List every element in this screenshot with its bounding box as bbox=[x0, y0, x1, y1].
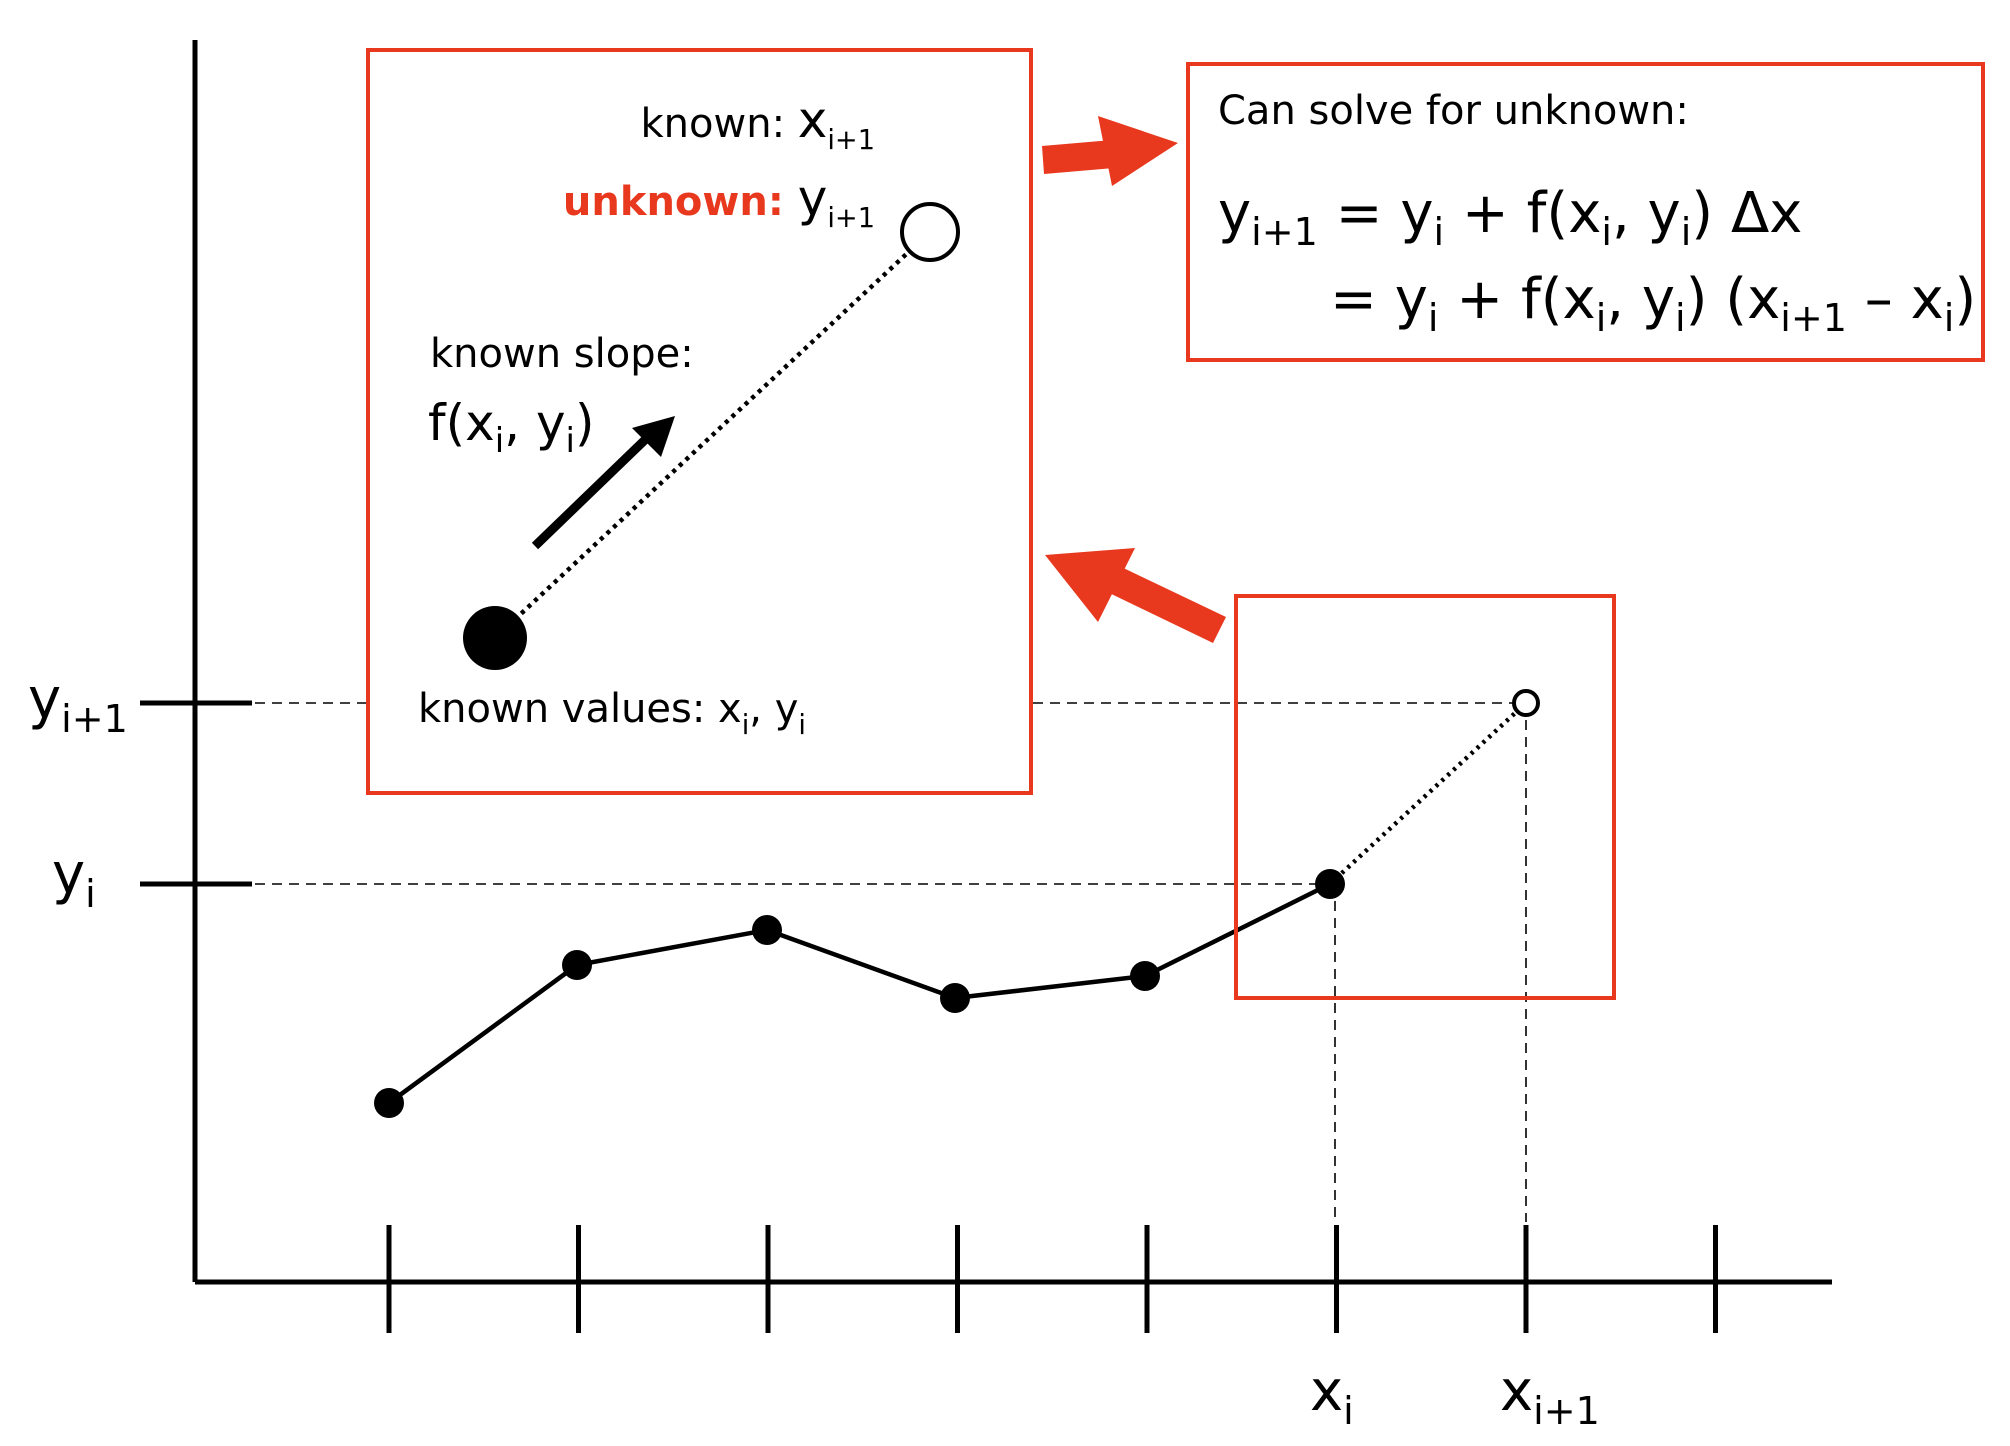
axes bbox=[140, 40, 1832, 1285]
arrow-to-solution-head bbox=[1098, 116, 1178, 186]
zoom-known-point bbox=[463, 606, 527, 670]
solution-curve bbox=[387, 881, 1332, 1105]
guide-lines bbox=[255, 702, 1527, 1222]
y-label-next: yi+1 bbox=[28, 667, 128, 741]
zoom-unknown-point bbox=[900, 202, 960, 262]
known-slope-label: known slope: bbox=[430, 331, 694, 377]
curve-point-current bbox=[1315, 869, 1345, 899]
arrow-to-zoom bbox=[1045, 548, 1226, 643]
curve-point-3 bbox=[752, 915, 782, 945]
arrow-to-solution bbox=[1042, 116, 1178, 186]
unknown-y-text: unknown: yi+1 bbox=[563, 169, 875, 234]
slope-arrow bbox=[531, 416, 675, 550]
known-values-text: known values: xi, yi bbox=[418, 686, 806, 741]
solution-equation-line1: yi+1 = yi + f(xi, yi) Δx bbox=[1218, 181, 1802, 254]
curve-points bbox=[374, 869, 1345, 1118]
zoom-dotted-line bbox=[493, 230, 932, 640]
curve-point-2 bbox=[562, 950, 592, 980]
x-ticks bbox=[386, 1225, 1718, 1333]
solution-equation-line2: = yi + f(xi, yi) (xi+1 – xi) bbox=[1330, 267, 1976, 340]
arrow-to-solution-shaft bbox=[1042, 140, 1114, 174]
euler-step-dotted bbox=[1328, 701, 1528, 886]
curve-point-5 bbox=[1130, 961, 1160, 991]
zoom-panel bbox=[366, 48, 1033, 795]
x-label-curr: xi bbox=[1310, 1359, 1354, 1433]
slope-arrow-head bbox=[632, 416, 675, 457]
x-label-next: xi+1 bbox=[1500, 1359, 1600, 1433]
known-x-text: known: xi+1 bbox=[641, 91, 875, 156]
solution-title: Can solve for unknown: bbox=[1218, 88, 1689, 134]
arrow-to-zoom-shaft bbox=[1101, 563, 1226, 643]
curve-point-1 bbox=[374, 1088, 404, 1118]
curve-point-next-open bbox=[1512, 689, 1540, 717]
known-slope-formula: f(xi, yi) bbox=[428, 394, 595, 461]
highlight-box bbox=[1234, 594, 1616, 1000]
arrow-to-zoom-head bbox=[1045, 548, 1135, 622]
solution-panel bbox=[1186, 62, 1985, 362]
slope-arrow-shaft bbox=[531, 431, 654, 550]
curve-point-4 bbox=[940, 983, 970, 1013]
y-label-curr: yi bbox=[52, 842, 96, 916]
